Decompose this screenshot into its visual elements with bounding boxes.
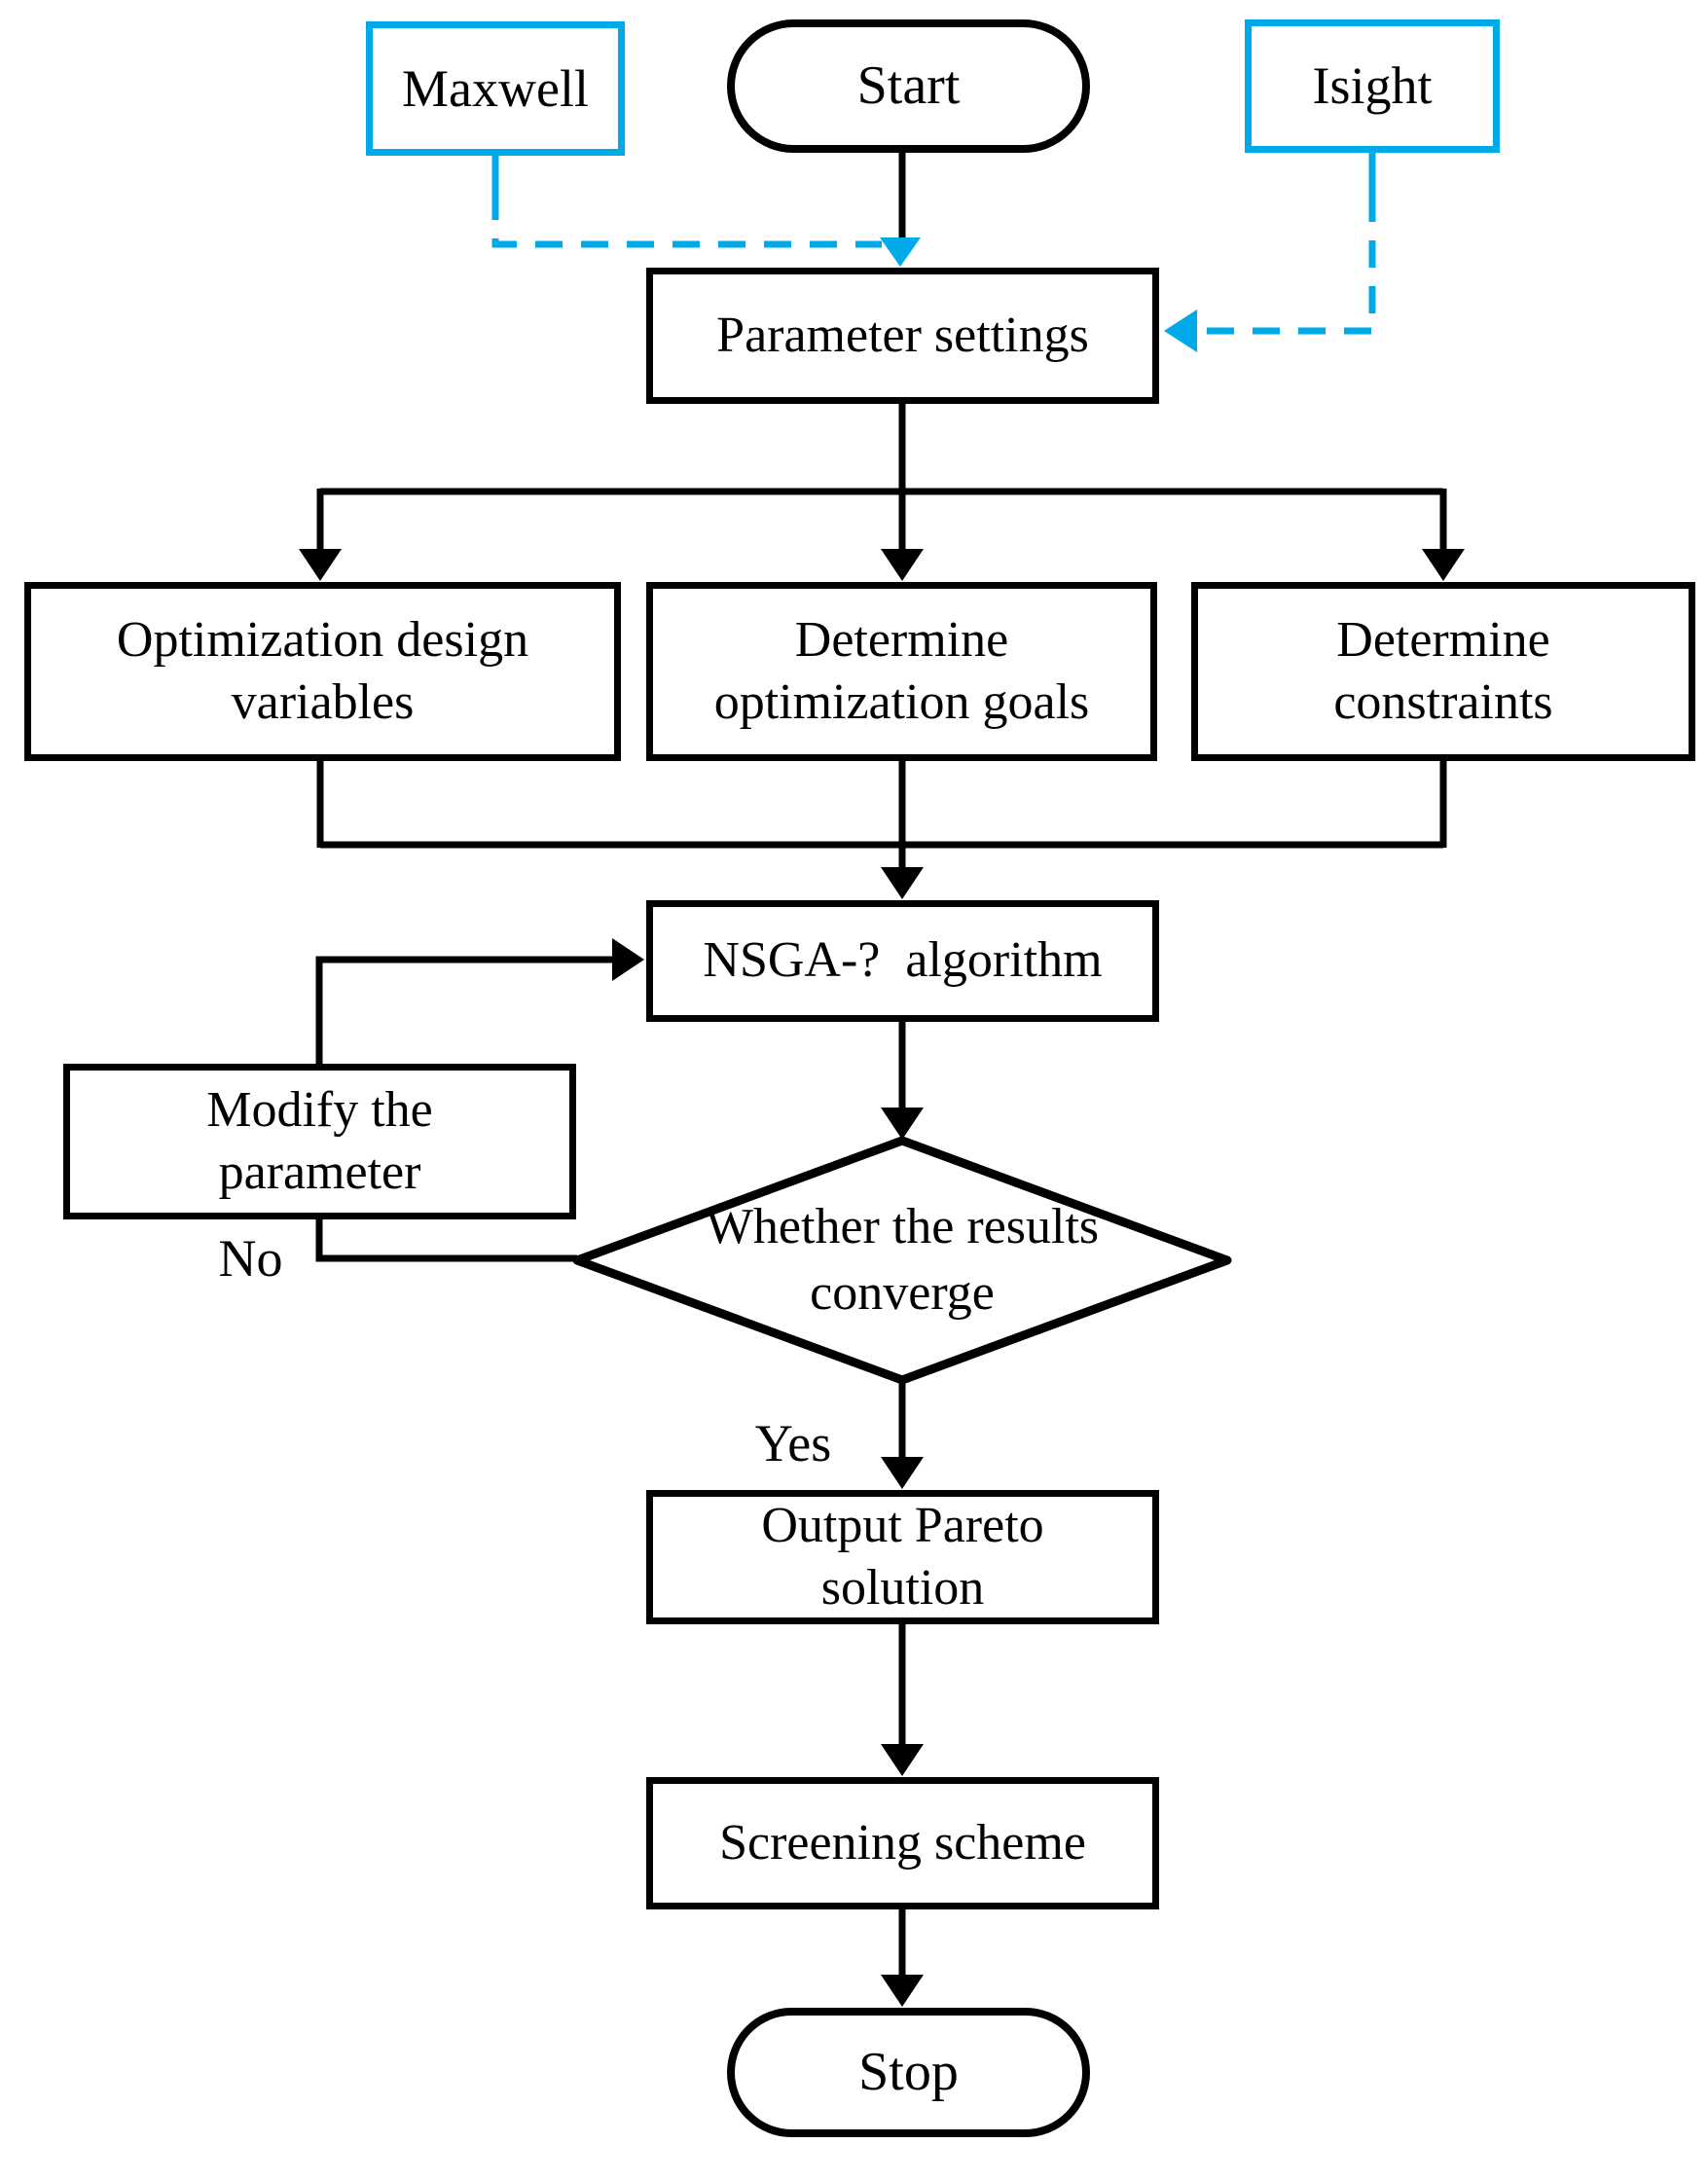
arrowhead-into-output <box>881 1457 924 1489</box>
node-isight: Isight <box>1245 19 1500 153</box>
arrowhead-into-decision <box>881 1108 924 1140</box>
isight-dashed-line <box>1199 195 1376 335</box>
node-start: Start <box>727 19 1090 153</box>
node-stop: Stop <box>727 2008 1090 2137</box>
node-maxwell: Maxwell <box>366 21 625 156</box>
node-determine-constraints: Determine constraints <box>1191 582 1695 761</box>
node-determine-optimization-goals: Determine optimization goals <box>646 582 1157 761</box>
edge-modify-to-nsga-line <box>315 956 633 1068</box>
node-parameter-settings: Parameter settings <box>646 268 1159 404</box>
decision-diamond-shape <box>572 1136 1232 1385</box>
arrowhead-into-goals <box>881 549 924 581</box>
arrowhead-into-variables <box>299 549 342 581</box>
node-modify-parameter: Modify the parameter <box>63 1064 576 1219</box>
arrowhead-into-nsga-left <box>612 938 644 981</box>
node-screening-scheme: Screening scheme <box>646 1777 1159 1909</box>
edge-label-yes: Yes <box>754 1414 832 1472</box>
node-nsga-algorithm: NSGA-? algorithm <box>646 900 1159 1022</box>
node-convergence-decision-label: Whether the results converge <box>705 1199 1100 1321</box>
arrowhead-into-constraints <box>1422 549 1465 581</box>
arrowhead-into-stop <box>881 1975 924 2007</box>
maxwell-arrowhead-into-parameter <box>880 237 921 267</box>
isight-arrowhead-into-parameter <box>1164 309 1197 352</box>
edge-no-feedback-line <box>315 1216 577 1262</box>
maxwell-dashed-line <box>491 193 882 248</box>
node-output-pareto: Output Pareto solution <box>646 1490 1159 1624</box>
arrowhead-into-screening <box>881 1744 924 1776</box>
edge-label-no: No <box>218 1229 283 1288</box>
node-optimization-design-variables: Optimization design variables <box>24 582 621 761</box>
arrowhead-into-nsga-top <box>881 867 924 899</box>
